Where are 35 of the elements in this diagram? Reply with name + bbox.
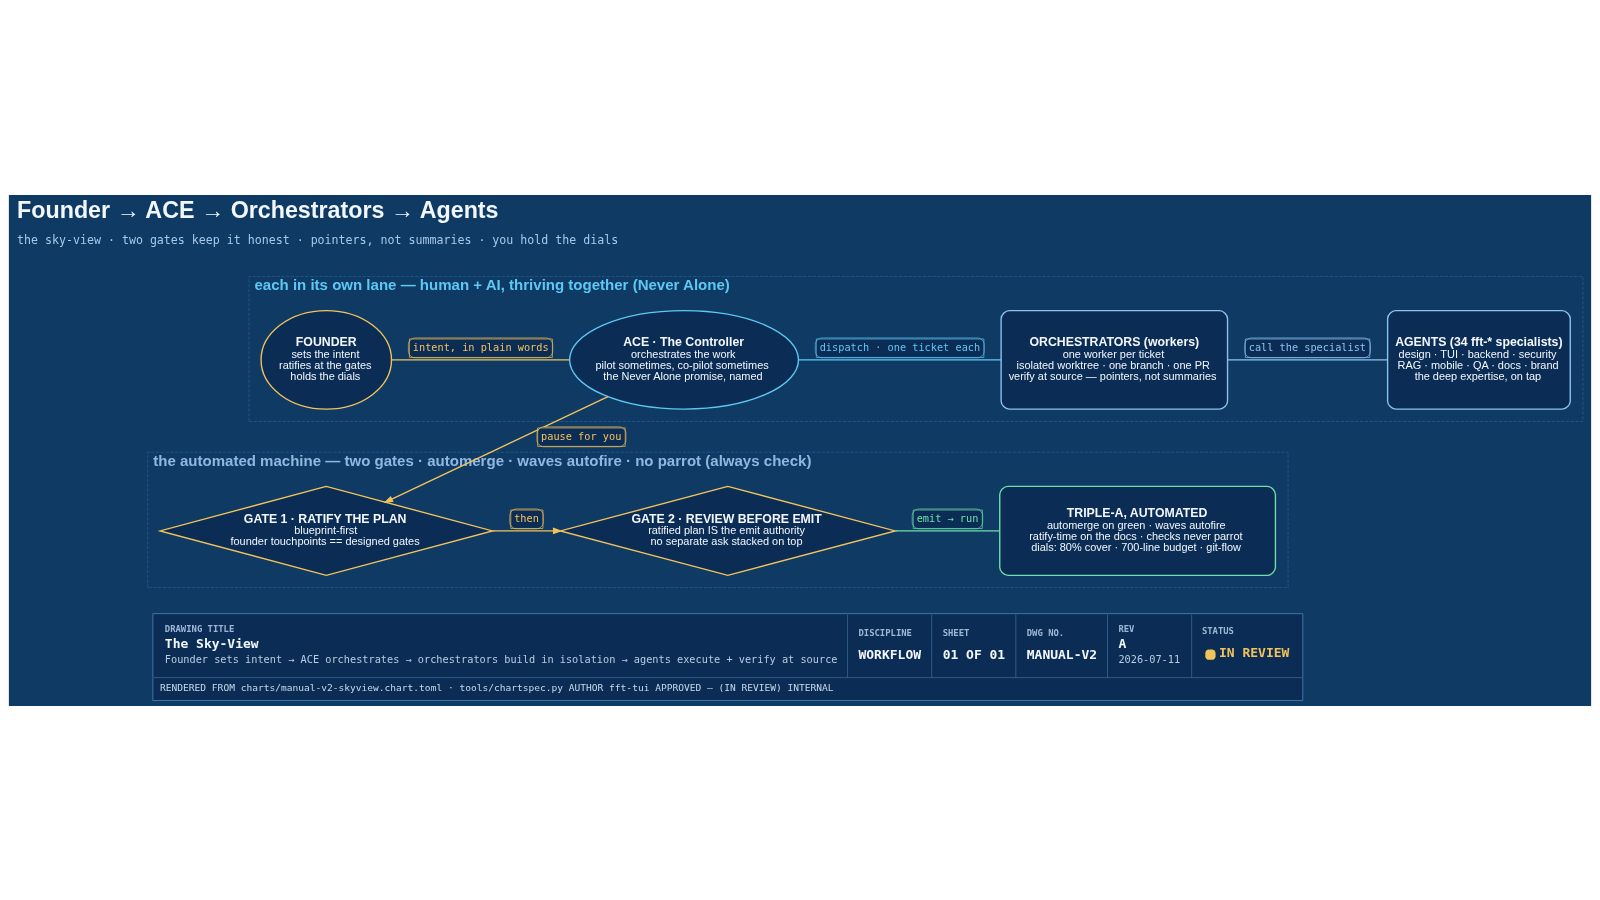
label: Founder sets intent → ACE orchestrates → orchestrators build in isolation → agents execute + verify at source bbox=[164, 652, 838, 665]
edge-label: emit → run bbox=[916, 511, 979, 524]
label: The Sky-View bbox=[164, 635, 259, 651]
arrow bbox=[491, 527, 563, 534]
label: RENDERED FROM charts/manual-v2-skyview.chart.toml · tools/chartspec.py AUTHOR fft-tui APPROVED — (IN REVIEW) INTERNAL bbox=[160, 681, 834, 693]
node-ellipse: FOUNDER sets the intent ratifies at the gates holds the dials bbox=[260, 309, 393, 410]
label: the sky-view · two gates keep it honest · pointers, not summaries · you hold the dials bbox=[17, 232, 619, 247]
label: 2026-07-11 bbox=[1118, 652, 1181, 665]
label: A bbox=[1118, 635, 1127, 651]
node-box: TRIPLE-A, AUTOMATED automerge on green · waves autofire ratify-time on the docs · checks never parrot dials: 80% cover · 700-line budget · git-flow bbox=[999, 485, 1277, 576]
connector bbox=[1227, 358, 1389, 361]
label: 01 OF 01 bbox=[942, 646, 1006, 662]
node-diamond: GATE 1 · RATIFY THE PLAN blueprint-first founder touchpoints == designed gates bbox=[157, 485, 496, 576]
node-ellipse: ACE · The Controller orchestrates the work pilot sometimes, co-pilot sometimes the Never Alone promise, named bbox=[568, 309, 800, 410]
label: DWG NO. bbox=[1026, 627, 1065, 638]
label: SHEET bbox=[942, 627, 970, 638]
node-box: ORCHESTRATORS (workers) one worker per ticket isolated worktree · one branch · one PR verify at source — pointers, not summaries bbox=[1000, 309, 1229, 410]
label: DRAWING TITLE bbox=[164, 623, 235, 634]
connector bbox=[894, 529, 1001, 532]
label: DISCIPLINE bbox=[858, 627, 912, 638]
edge-label: dispatch · one ticket each bbox=[819, 340, 981, 353]
arrow bbox=[383, 395, 609, 503]
label: WORKFLOW bbox=[858, 646, 922, 662]
edge-label: call the specialist bbox=[1248, 340, 1366, 353]
edge-label: pause for you bbox=[541, 429, 622, 442]
edge-label: intent, in plain words bbox=[412, 340, 549, 353]
connector bbox=[390, 358, 571, 361]
edge-label: then bbox=[514, 511, 539, 524]
connector bbox=[797, 358, 1002, 361]
label: REV bbox=[1118, 623, 1135, 634]
node-box: AGENTS (34 fft-* specialists) design · TUI · backend · security RAG · mobile · QA · docs · brand the deep expertise, on tap bbox=[1386, 309, 1571, 410]
diagram-title: Founder → ACE → Orchestrators → Agents bbox=[17, 196, 499, 223]
label: IN REVIEW bbox=[1218, 644, 1290, 660]
label: STATUS bbox=[1201, 625, 1234, 636]
label: MANUAL-V2 bbox=[1026, 646, 1098, 662]
